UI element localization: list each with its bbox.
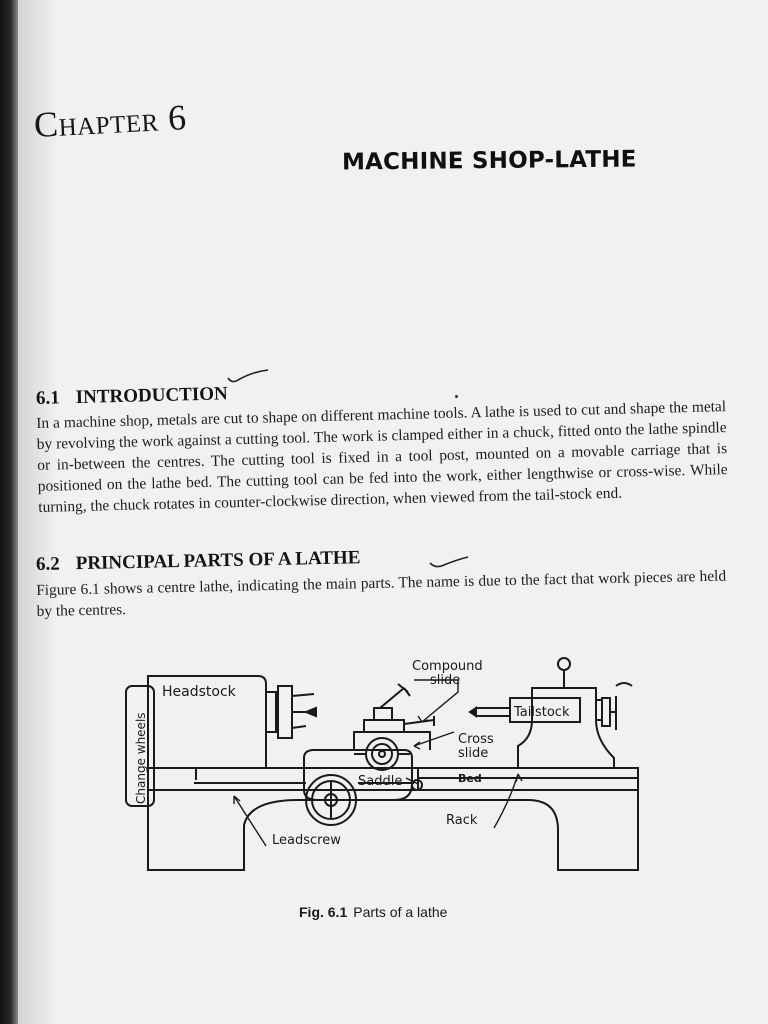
compound-slide: [363, 719, 405, 732]
label-compound-slide-1: Compound: [412, 659, 483, 674]
tailstock-quill: [475, 707, 511, 717]
tailstock-body: [517, 687, 615, 769]
label-rack: Rack: [446, 813, 478, 828]
cross-slide-pointer: [413, 731, 455, 747]
rack-pinion: [411, 779, 423, 791]
tool-post-lever: [379, 683, 411, 709]
section-heading-principal-parts: 6.2 PRINCIPAL PARTS OF A LATHE: [36, 547, 361, 576]
cutting-tool: [403, 716, 435, 726]
label-change-wheels: Change wheels: [134, 712, 148, 804]
label-leadscrew: Leadscrew: [272, 833, 341, 848]
principal-parts-paragraph: Figure 6.1 shows a centre lathe, indicat…: [36, 567, 727, 620]
saddle-apron: [303, 749, 413, 801]
tool-post: [373, 707, 393, 721]
chuck: [277, 685, 293, 739]
label-cross-slide-1: Cross: [458, 732, 494, 747]
chapter-title: MACHINE SHOP-LATHE: [341, 146, 637, 176]
label-bed: Bed: [458, 772, 482, 785]
book-binding: [0, 0, 18, 1024]
saddle-pointer: [405, 777, 419, 785]
leadscrew-pointer: [233, 795, 267, 847]
chapter-label: Chapter 6: [32, 97, 188, 145]
compound-slide-pointer: [414, 679, 459, 723]
lathe-base: [147, 790, 639, 871]
page-gutter-shadow: [18, 0, 58, 1024]
handwritten-tick-mark: [429, 556, 469, 568]
label-headstock: Headstock: [162, 684, 237, 700]
lathe-diagram: Headstock Change wheels Compound slide T…: [125, 657, 639, 871]
introduction-paragraph: In a machine shop, metals are cut to sha…: [36, 398, 728, 516]
section-heading-introduction: 6.1 INTRODUCTION: [36, 383, 228, 410]
label-compound-slide-2: slide: [430, 673, 460, 688]
label-cross-slide-2: slide: [458, 746, 488, 761]
figure-caption: Fig. 6.1 Parts of a lathe: [299, 904, 447, 920]
change-wheels-cover: [125, 685, 155, 807]
figure-number: Fig. 6.1: [299, 904, 348, 920]
bed-rails: [195, 768, 638, 790]
apron-handwheel-outer: [305, 774, 357, 826]
tailstock-lock-lever: [557, 657, 572, 688]
section-title: INTRODUCTION: [75, 383, 228, 409]
spindle-housing: [265, 691, 277, 733]
section-number: 6.1: [35, 387, 60, 409]
section-number: 6.2: [35, 553, 60, 575]
cross-slide-handwheel: [365, 737, 399, 771]
handwritten-tick-mark: [227, 369, 269, 383]
label-saddle: Saddle: [358, 774, 402, 789]
tailstock-handwheel: [601, 697, 611, 727]
figure-caption-text: Parts of a lathe: [353, 904, 448, 920]
stray-mark: [455, 395, 458, 398]
section-title: PRINCIPAL PARTS OF A LATHE: [75, 547, 361, 575]
label-tailstock: Tailstock: [513, 705, 570, 720]
headstock-body: [147, 675, 267, 769]
